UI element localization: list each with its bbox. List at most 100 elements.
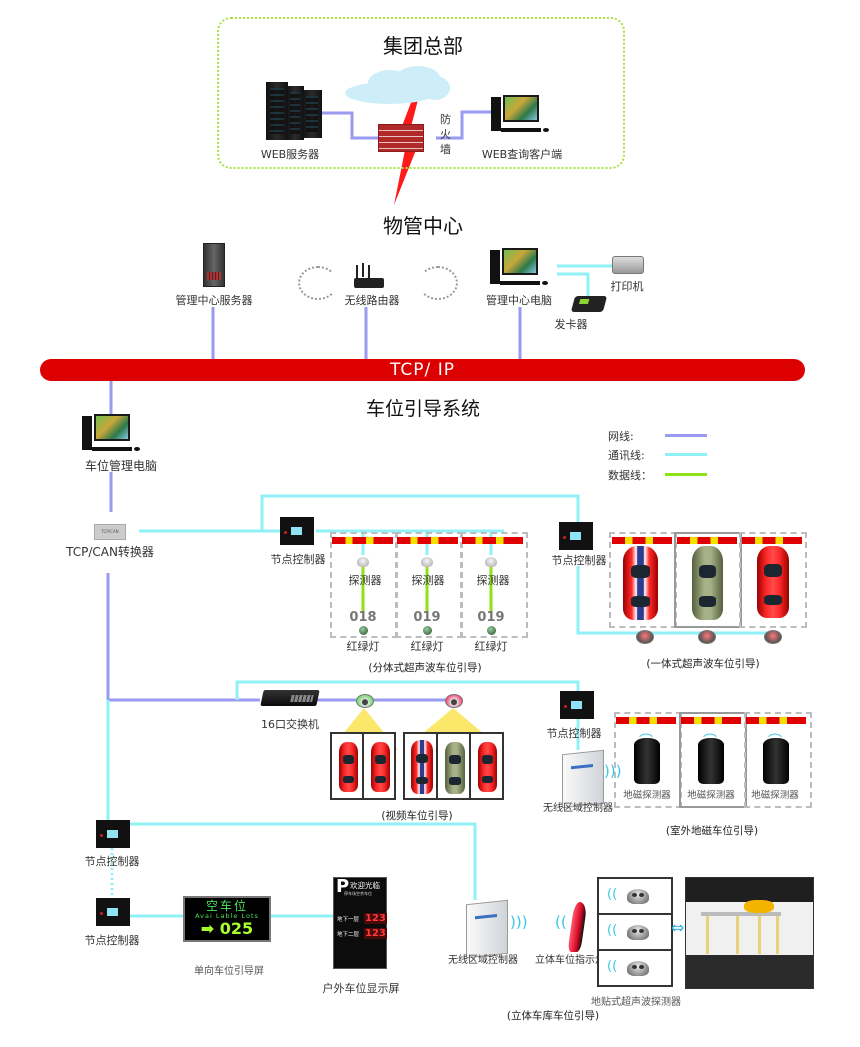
space-stripe	[397, 537, 458, 544]
firewall-char: 防	[440, 113, 451, 126]
stereo-garage-caption: (立体车库车位引导)	[506, 1010, 600, 1022]
wireless-area-controller-label: 无线区域控制器	[448, 955, 518, 966]
printer-label: 打印机	[610, 280, 644, 293]
firewall-char: 火	[440, 128, 451, 141]
router-antenna-icon	[362, 263, 364, 277]
parking-space-outline	[609, 532, 677, 628]
video-space	[403, 732, 438, 800]
magnetic-detector-label: 地磁探测器	[751, 790, 799, 801]
detector-label: 探测器	[476, 574, 510, 587]
ultrasonic-detector-icon	[421, 557, 433, 567]
network-switch-label: 16口交换机	[261, 718, 319, 731]
management-server-icon	[203, 243, 225, 287]
ultrasonic-detector-icon	[357, 557, 369, 567]
car-olive-icon	[692, 546, 723, 620]
car-red-icon	[478, 742, 497, 792]
floor-count: 123	[364, 928, 387, 939]
magnetic-detector-icon	[763, 738, 789, 784]
node-controller-label: 节点控制器	[270, 553, 326, 566]
tcp-can-converter-icon: TCP/CAN	[94, 524, 126, 540]
magnetic-detector-icon	[698, 738, 724, 784]
car-red-icon	[339, 742, 358, 792]
outdoor-display-label: 户外车位显示屏	[322, 982, 400, 995]
web-server-rack-icon	[266, 82, 288, 140]
wireless-signal-icon: ((	[607, 887, 618, 902]
stereo-garage-image	[685, 877, 814, 989]
legend-data-swatch	[665, 473, 707, 476]
legend-comm-swatch	[665, 453, 707, 456]
parking-space-outline	[744, 712, 812, 808]
space-stripe	[332, 537, 393, 544]
printer-icon	[612, 256, 644, 274]
lightning-bolt-icon	[392, 100, 420, 205]
outdoor-magnetic-caption: (室外地磁车位引导)	[665, 825, 759, 837]
node-controller-icon	[280, 517, 314, 545]
video-space	[469, 732, 504, 800]
integrated-ultrasonic-caption: (一体式超声波车位引导)	[646, 658, 760, 670]
wireless-signal-icon: ((	[607, 923, 618, 938]
space-stripe	[742, 537, 802, 544]
arrow-right-icon: ➡	[200, 919, 215, 938]
space-number: 019	[477, 610, 505, 625]
traffic-light-label: 红绿灯	[346, 640, 380, 653]
firewall-to-client-line	[436, 110, 492, 140]
space-stripe	[616, 717, 676, 724]
space-number: 018	[349, 610, 377, 625]
firewall-icon	[378, 124, 424, 152]
parking-space-outline	[614, 712, 682, 808]
wireless-signal-icon: )))	[510, 913, 528, 931]
car-olive-icon	[445, 742, 465, 794]
node-controller-icon	[559, 522, 593, 550]
available-count: 025	[219, 919, 254, 938]
headquarters-group	[217, 17, 625, 169]
detector-slot: ((	[597, 913, 673, 951]
legend-network-swatch	[665, 434, 707, 437]
node-controller-icon	[560, 691, 594, 719]
guidance-pc-label: 车位管理电脑	[84, 459, 158, 473]
car-red-striped-icon	[623, 546, 658, 620]
guidance-system-title: 车位引导系统	[365, 398, 481, 420]
parking-p-icon: P	[336, 876, 350, 897]
wireless-router-label: 无线路由器	[344, 294, 400, 307]
detector-label: 探测器	[348, 574, 382, 587]
wireless-router-icon	[354, 278, 384, 288]
split-ultrasonic-caption: (分体式超声波车位引导)	[368, 662, 482, 674]
tcp-ip-bus: TCP/ IP	[40, 359, 805, 381]
video-space	[436, 732, 471, 800]
network-switch-icon	[260, 690, 320, 706]
property-center-title: 物管中心	[383, 214, 463, 238]
card-issuer-icon	[570, 296, 608, 312]
switch-to-outdoor-node-line	[235, 680, 580, 700]
car-red-icon	[757, 546, 789, 618]
integrated-detector-icon	[698, 630, 716, 644]
node-controller-label: 节点控制器	[546, 727, 602, 740]
magnetic-detector-label: 地磁探测器	[687, 790, 735, 801]
parking-space-outline	[739, 532, 807, 628]
headquarters-title: 集团总部	[383, 34, 463, 58]
tcp-can-converter-label: TCP/CAN转换器	[66, 545, 154, 559]
video-guidance-caption: (视频车位引导)	[381, 810, 453, 822]
web-client-computer-icon	[491, 95, 549, 135]
space-stripe	[746, 717, 806, 724]
space-number: 019	[413, 610, 441, 625]
wireless-signal-icon: ︵	[768, 724, 782, 740]
subtitle-text: 停车场空余车位	[344, 891, 372, 896]
parking-space-outline	[460, 532, 528, 638]
web-client-label: WEB查询客户端	[481, 148, 563, 161]
car-red-striped-icon	[411, 740, 433, 794]
video-camera-green-icon	[356, 694, 374, 708]
space-stripe	[677, 537, 737, 544]
card-issuer-label: 发卡器	[554, 318, 588, 331]
video-space	[362, 732, 396, 800]
wireless-area-controller-icon	[466, 899, 508, 959]
guidance-pc-icon	[82, 414, 140, 454]
pc-to-cardreader-line	[557, 272, 590, 300]
screen-line2: Avai Lable Lots	[195, 912, 259, 920]
wifi-signal-icon	[418, 266, 458, 300]
cloud-icon	[420, 76, 450, 100]
bidirectional-arrow-icon: ⇔	[671, 918, 685, 937]
firewall-label: 防 火 墙	[440, 112, 452, 157]
detector-slot: ((	[597, 877, 673, 915]
management-pc-label: 管理中心电脑	[486, 294, 552, 307]
legend-network-label: 网线:	[608, 430, 634, 443]
